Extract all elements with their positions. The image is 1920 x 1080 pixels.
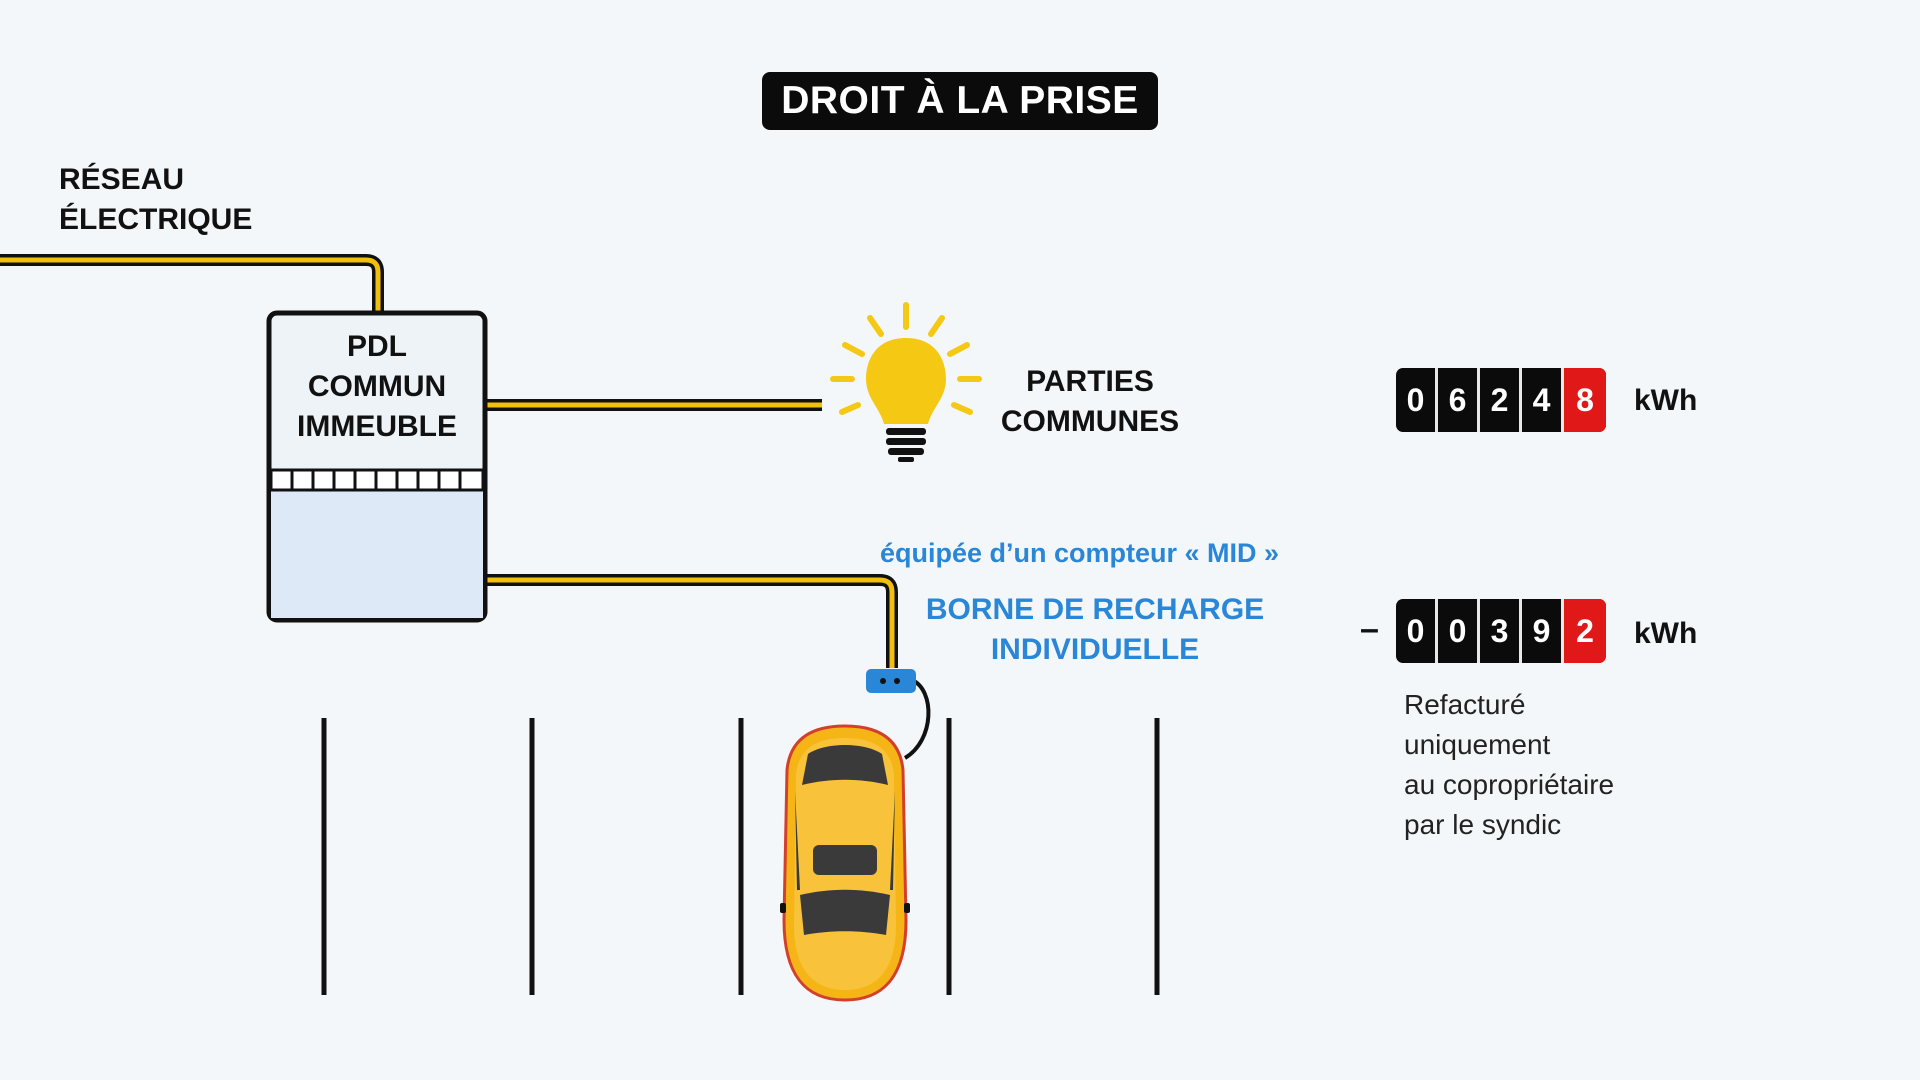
billing-note-line3: au copropriétaire	[1404, 769, 1615, 800]
pdl-label-line1: PDL	[347, 330, 407, 363]
meter-digit: 0	[1396, 599, 1438, 663]
billing-note-line4: par le syndic	[1404, 809, 1562, 840]
meter-digit: 9	[1522, 599, 1564, 663]
station-meter-counter: 0 0 3 9 2	[1396, 599, 1606, 663]
meter-digit: 8	[1564, 368, 1606, 432]
billing-note-line1: Refacturé	[1404, 689, 1526, 720]
charging-station-label: BORNE DE RECHARGE INDIVIDUELLE	[920, 590, 1270, 670]
meter-digit: 2	[1564, 599, 1606, 663]
common-meter-counter: 0 6 2 4 8	[1396, 368, 1606, 432]
pdl-label: PDL COMMUN IMMEUBLE	[268, 327, 486, 447]
billing-note-line2: uniquement	[1404, 729, 1551, 760]
meter-digit: 3	[1480, 599, 1522, 663]
meter-digit: 0	[1438, 599, 1480, 663]
charging-station-line1: BORNE DE RECHARGE	[925, 593, 1265, 626]
station-meter-unit: kWh	[1634, 617, 1698, 650]
charger-icon	[866, 669, 931, 760]
minus-sign: –	[1360, 610, 1379, 648]
meter-digit: 0	[1396, 368, 1438, 432]
car-icon	[780, 724, 910, 1002]
network-label: RÉSEAU ÉLECTRIQUE	[59, 160, 252, 240]
meter-digit: 6	[1438, 368, 1480, 432]
pdl-cabinet	[266, 310, 488, 623]
common-areas-label: PARTIES COMMUNES	[980, 362, 1200, 442]
network-label-line1: RÉSEAU	[59, 163, 185, 196]
page-title: DROIT À LA PRISE	[762, 72, 1158, 130]
pdl-label-line3: IMMEUBLE	[297, 410, 457, 443]
common-areas-line1: PARTIES	[1026, 365, 1154, 398]
common-areas-line2: COMMUNES	[1000, 405, 1180, 438]
mid-meter-note: équipée d’un compteur « MID »	[880, 538, 1280, 568]
charging-station-cable	[486, 574, 898, 668]
lightbulb-icon	[830, 302, 982, 462]
parking-lines	[321, 718, 1160, 995]
network-cable	[0, 254, 384, 312]
common-meter-unit: kWh	[1634, 384, 1698, 417]
network-label-line2: ÉLECTRIQUE	[59, 203, 253, 236]
meter-digit: 2	[1480, 368, 1522, 432]
pdl-label-line2: COMMUN	[307, 370, 447, 403]
meter-digit: 4	[1522, 368, 1564, 432]
billing-note: Refacturé uniquement au copropriétaire p…	[1404, 685, 1614, 845]
charging-station-line2: INDIVIDUELLE	[990, 633, 1200, 666]
